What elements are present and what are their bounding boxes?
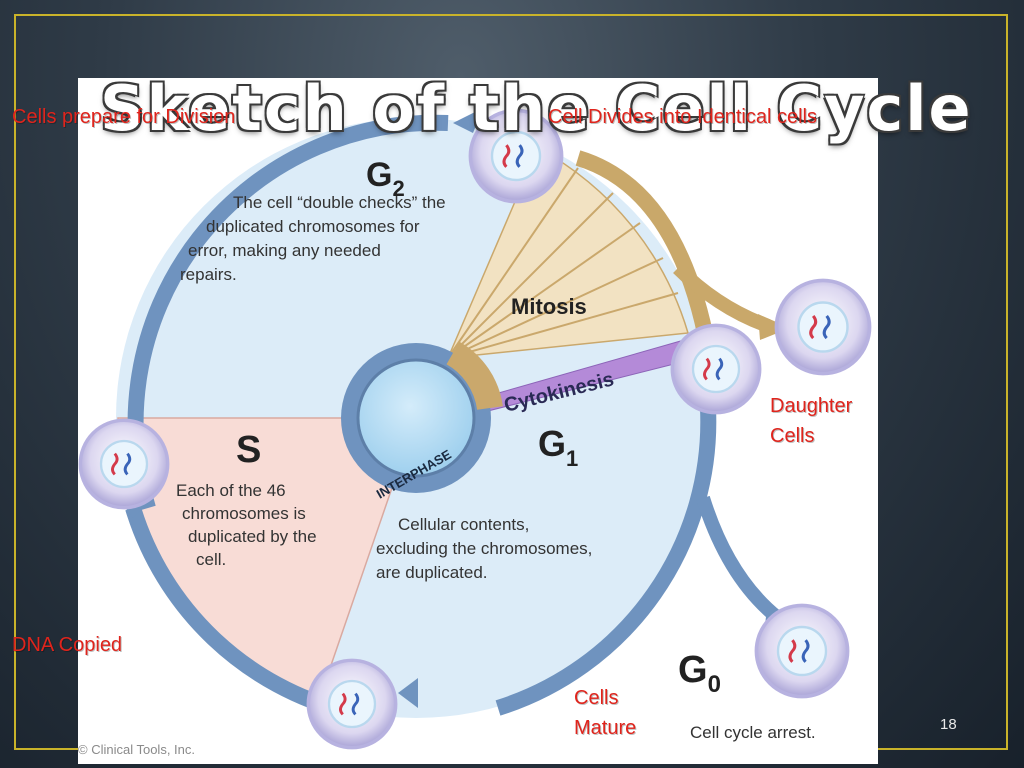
slide-title: Sketch of the Cell Cycle bbox=[100, 72, 973, 145]
cell-cycle-svg: INTERPHASE G2 The cell “double checks” t… bbox=[78, 108, 872, 757]
copyright-credit: © Clinical Tools, Inc. bbox=[78, 742, 195, 757]
cell-icon bbox=[754, 603, 850, 699]
label-cell-divides: Cell Divides into Identical cells bbox=[548, 106, 818, 128]
interphase-ring: INTERPHASE bbox=[341, 341, 503, 502]
cell-cycle-diagram: INTERPHASE G2 The cell “double checks” t… bbox=[78, 78, 878, 764]
g0-description: Cell cycle arrest. bbox=[690, 723, 816, 742]
cell-icon bbox=[670, 323, 762, 415]
g1-label: G1 bbox=[538, 423, 578, 471]
s-label: S bbox=[236, 429, 261, 471]
cell-icon bbox=[306, 658, 398, 750]
label-prepare-division: Cells prepare for Division bbox=[12, 106, 236, 128]
label-daughter-cells-line2: Cells bbox=[770, 425, 815, 447]
cycle-arrow-icon bbox=[398, 678, 418, 708]
label-cells-mature-line2: Mature bbox=[574, 717, 637, 739]
g0-label: G0 bbox=[678, 649, 721, 698]
label-dna-copied: DNA Copied bbox=[12, 634, 123, 656]
cell-icon bbox=[78, 418, 170, 510]
s-description: Each of the 46 chromosomes is duplicated… bbox=[176, 481, 321, 569]
mitosis-label: Mitosis bbox=[511, 294, 587, 319]
g2-label: G2 bbox=[366, 156, 405, 201]
page-number: 18 bbox=[940, 716, 957, 733]
cycle-arrow-icon bbox=[453, 108, 483, 133]
g2-description: The cell “double checks” the duplicated … bbox=[180, 193, 450, 284]
g1-description: Cellular contents, excluding the chromos… bbox=[376, 515, 597, 582]
label-cells-mature-line1: Cells bbox=[574, 687, 619, 709]
cell-icon bbox=[774, 278, 872, 376]
label-daughter-cells-line1: Daughter bbox=[770, 395, 853, 417]
